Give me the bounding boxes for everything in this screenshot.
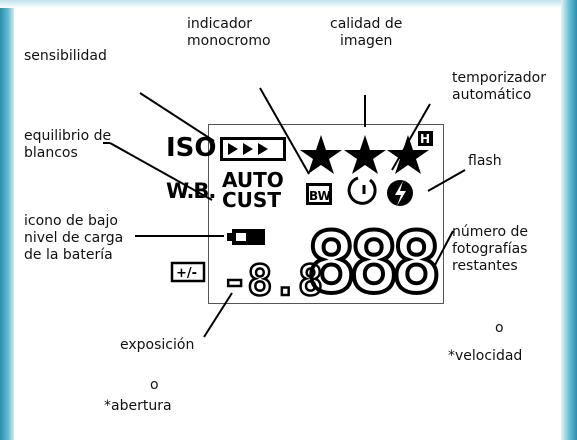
- exposure-compensation-icon: +/-: [170, 261, 206, 283]
- leader-exposicion: [203, 292, 233, 338]
- monochrome-bw-icon: BW: [306, 183, 332, 205]
- label-temporizador: temporizador automático: [452, 70, 546, 103]
- photo-count-readout: 888: [304, 212, 447, 314]
- label-velocidad-o: o: [495, 320, 504, 336]
- cust-indicator: CUST: [222, 188, 281, 212]
- leader-monocromo: [259, 87, 310, 175]
- label-equilibrio-blancos: equilibrio de blancos: [24, 128, 112, 161]
- label-fotografias-restantes: número de fotografías restantes: [452, 224, 528, 274]
- battery-icon: [227, 229, 265, 245]
- leader-equilibrio: [109, 142, 213, 201]
- label-flash: flash: [468, 153, 502, 169]
- monochrome-bw-label: BW: [309, 189, 331, 203]
- high-quality-h-box: [418, 131, 433, 146]
- leader-fotografias: [434, 230, 454, 266]
- quality-stars-icon: [300, 135, 429, 174]
- label-velocidad: *velocidad: [448, 348, 523, 364]
- label-calidad-imagen: calidad de imagen: [330, 16, 403, 49]
- flash-icon: [387, 180, 413, 206]
- label-abertura: *abertura: [104, 398, 172, 414]
- exposure-readout: -8.8: [221, 255, 325, 307]
- high-quality-h-label: H: [420, 132, 430, 146]
- leader-sensibilidad: [139, 92, 215, 142]
- exposure-readout-text: -8.8: [222, 256, 323, 305]
- sensitivity-arrows-icon: [220, 137, 286, 161]
- iso-indicator: ISO: [166, 133, 217, 163]
- label-sensibilidad: sensibilidad: [24, 48, 107, 64]
- leader-lines: [103, 87, 466, 338]
- lcd-panel-frame: [208, 124, 444, 304]
- photo-count-text: 888: [306, 214, 437, 312]
- leader-flash: [427, 169, 466, 192]
- right-blue-edge: [561, 0, 577, 440]
- label-abertura-o: o: [150, 377, 159, 393]
- self-timer-icon: [347, 176, 377, 205]
- auto-indicator: AUTO: [222, 168, 284, 192]
- leader-temporizador: [391, 103, 431, 171]
- top-blue-edge: [0, 0, 577, 8]
- exposure-compensation-label: +/-: [176, 266, 197, 281]
- label-exposicion: exposición: [120, 337, 195, 353]
- label-bateria: icono de bajo nivel de carga de la bater…: [24, 213, 124, 263]
- label-indicador-monocromo: indicador monocromo: [187, 16, 271, 49]
- left-blue-edge: [0, 0, 14, 440]
